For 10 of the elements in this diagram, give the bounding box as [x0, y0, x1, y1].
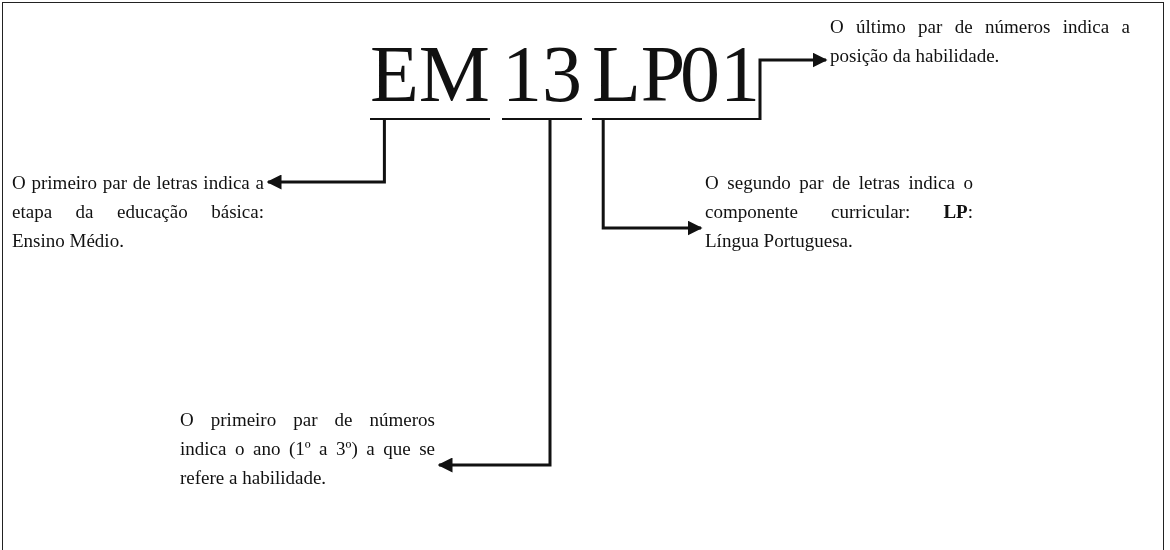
code-segment: EM	[370, 30, 490, 120]
leader-arrow	[266, 120, 386, 190]
leader-arrow	[758, 52, 828, 120]
description-text: O segundo par de letras indica o componente curricular: LP: Língua Portuguesa.	[705, 168, 973, 255]
code-segment: 13	[502, 30, 582, 120]
description-text: O primeiro par de números indica o ano (1º a 3º) a que se refere a habilidade.	[180, 405, 435, 492]
leader-arrow	[601, 120, 703, 236]
description-text: O último par de números indica a posição da habilidade.	[830, 12, 1130, 70]
description-text: O primeiro par de letras indica a etapa da educação básica: Ensino Médio.	[12, 168, 264, 255]
leader-arrow	[437, 120, 552, 473]
